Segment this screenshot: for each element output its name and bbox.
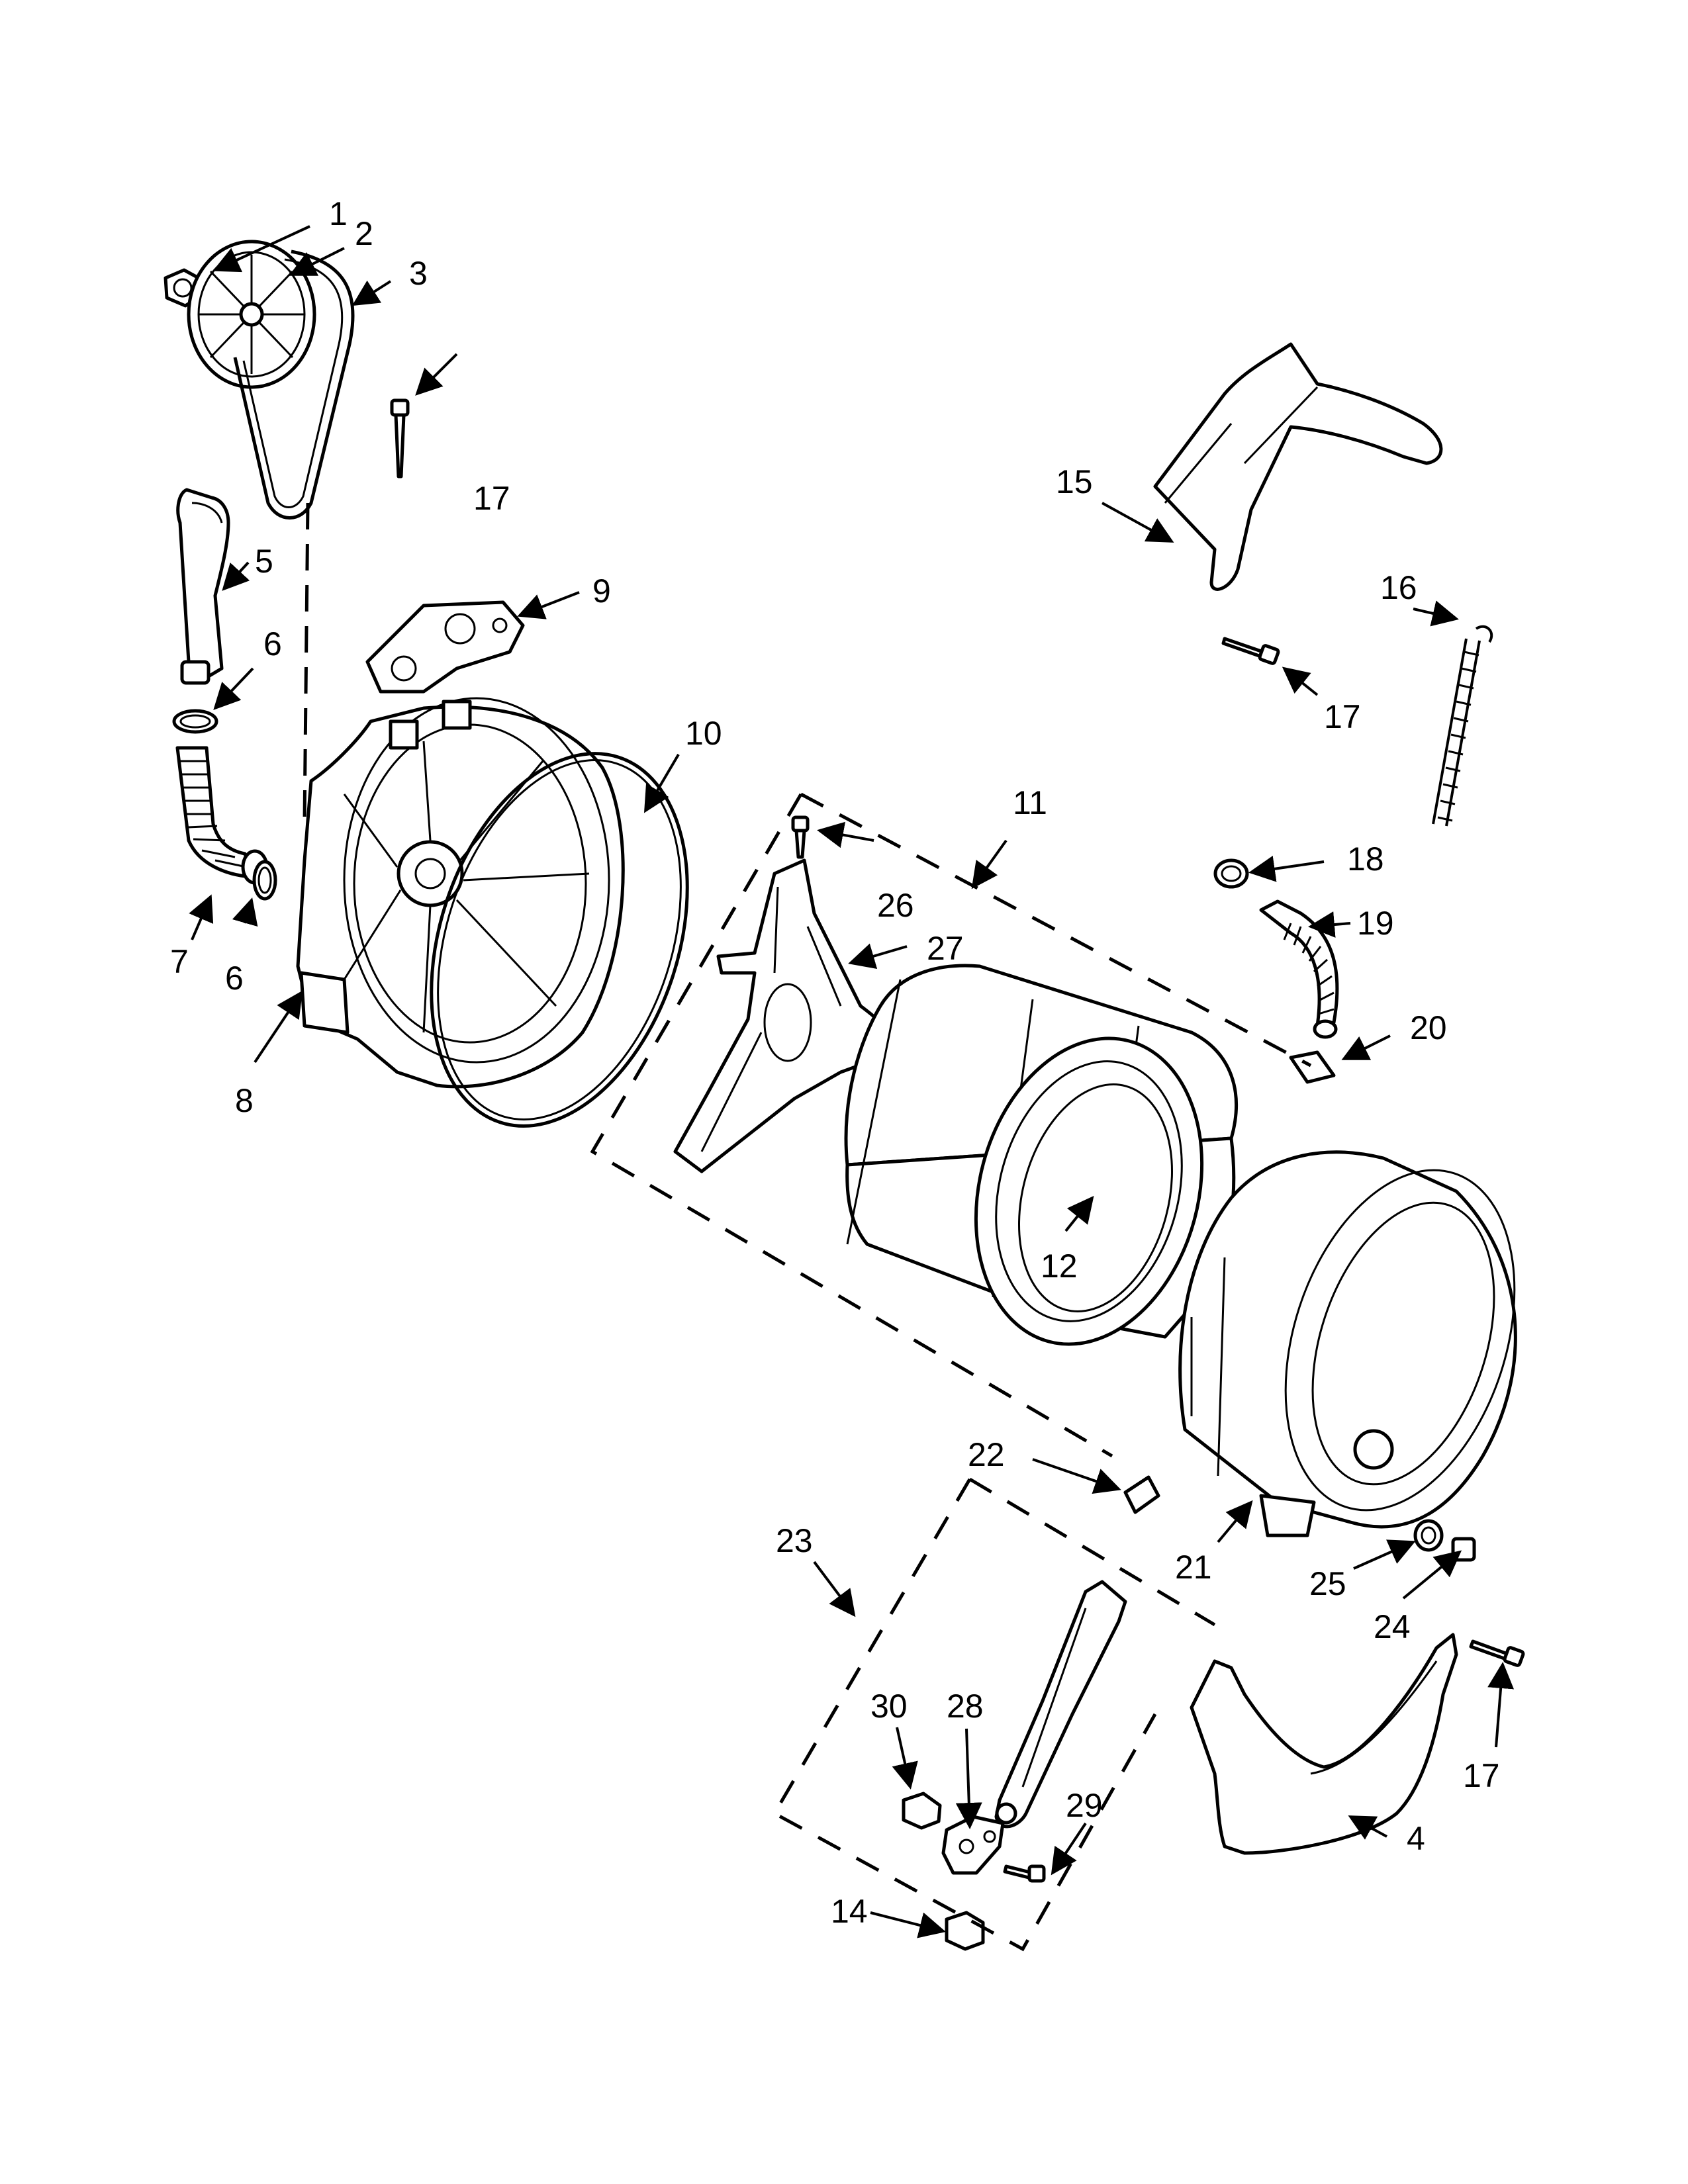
callout-4: 4: [1407, 1820, 1425, 1857]
callout-12: 12: [1041, 1248, 1078, 1285]
part-28-bracket-plate: [941, 1815, 1005, 1875]
part-17-screw-upper: [390, 398, 410, 478]
part-17-screw-middle: [1221, 637, 1280, 665]
callout-20: 20: [1410, 1009, 1447, 1046]
part-18-clamp: [1213, 858, 1249, 889]
callout-17c: 17: [1463, 1757, 1500, 1794]
part-6-clamp-lower: [252, 860, 277, 901]
part-16-spring: [1432, 625, 1493, 827]
part-24-plug: [1451, 1537, 1476, 1562]
callout-2: 2: [355, 215, 373, 252]
callout-18: 18: [1347, 841, 1384, 878]
alignment-line: [303, 502, 310, 821]
callout-3: 3: [409, 255, 428, 292]
part-9-bracket: [365, 600, 525, 694]
part-4-counterweight-bottom: [1190, 1633, 1458, 1855]
part-8-rear-tub: [296, 697, 625, 1089]
callout-6b: 6: [225, 960, 244, 997]
callout-23: 23: [776, 1522, 813, 1559]
part-17-screw-lower: [1469, 1639, 1525, 1667]
callout-30: 30: [870, 1688, 908, 1725]
part-19-hose: [1259, 899, 1339, 1039]
part-5-hose: [176, 488, 230, 685]
part-25-grommet: [1413, 1519, 1444, 1552]
callout-25: 25: [1309, 1565, 1346, 1602]
part-6-clamp-upper: [172, 709, 218, 734]
callout-5: 5: [255, 543, 273, 580]
callout-17a: 17: [473, 480, 510, 517]
callout-8: 8: [235, 1082, 254, 1119]
callout-22: 22: [968, 1436, 1005, 1473]
part-29-bolt: [1003, 1864, 1046, 1883]
callout-26: 26: [877, 887, 914, 924]
callout-21: 21: [1175, 1549, 1212, 1586]
callout-9: 9: [592, 572, 611, 610]
callout-14: 14: [831, 1893, 868, 1930]
part-21-front-tub: [1178, 1150, 1517, 1537]
part-26-screw: [791, 815, 810, 859]
callout-24: 24: [1374, 1608, 1411, 1645]
callout-7: 7: [170, 943, 189, 980]
part-10-ring: [430, 752, 689, 1128]
callout-29: 29: [1066, 1787, 1103, 1824]
part-15-counterweight-top: [1153, 342, 1443, 591]
part-14-nut: [945, 1911, 985, 1951]
assembly-outline-11: [590, 792, 1312, 1458]
callout-11: 11: [1013, 784, 1047, 821]
callout-1: 1: [329, 195, 348, 232]
callout-19: 19: [1357, 905, 1394, 942]
callout-10: 10: [685, 715, 722, 752]
callout-28: 28: [947, 1688, 984, 1725]
part-28-shock-absorber: [994, 1580, 1127, 1829]
leader-lines: [189, 225, 1515, 1938]
assembly-outline-23: [772, 1477, 1216, 1952]
part-7-corrugated-hose: [175, 746, 269, 885]
part-20-clip: [1289, 1050, 1336, 1084]
part-30-nut: [902, 1792, 942, 1830]
part-2-pulley: [187, 240, 316, 389]
callout-27: 27: [927, 930, 964, 967]
callout-17b: 17: [1324, 698, 1361, 735]
part-22-clip: [1123, 1475, 1160, 1514]
callout-15: 15: [1056, 463, 1093, 500]
callout-16: 16: [1380, 569, 1417, 606]
callout-6a: 6: [263, 625, 282, 662]
part-11-basket: [844, 964, 1238, 1346]
